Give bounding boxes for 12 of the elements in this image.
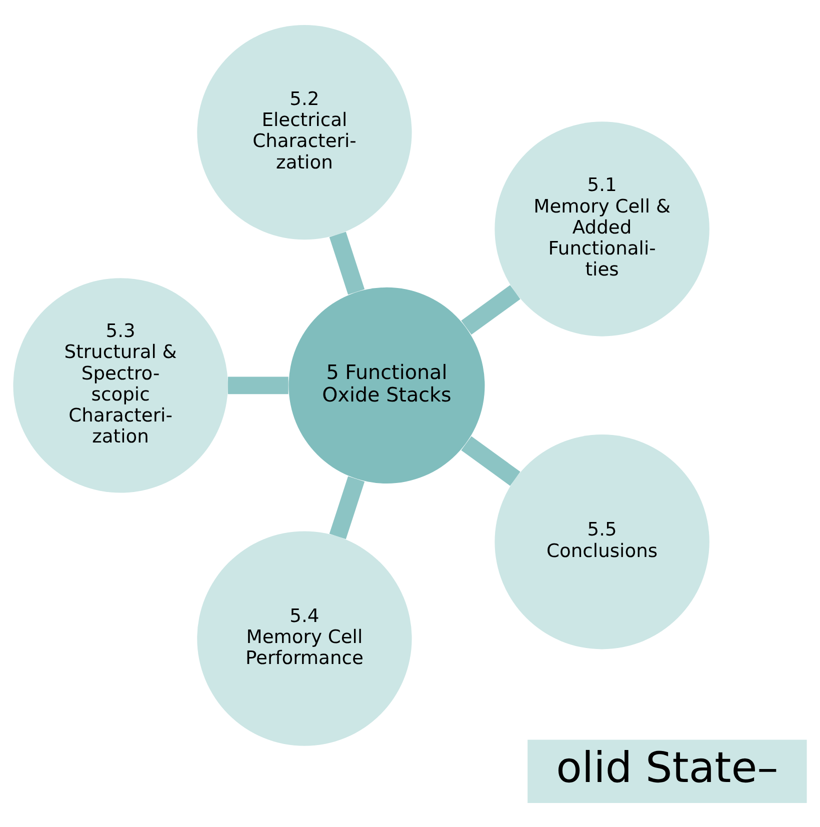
node-circle: 5.3 Structural & Spectro- scopic Characteri- zation: [13, 278, 228, 492]
connector: [461, 436, 520, 486]
node-circle: 5.5 Conclusions: [494, 434, 710, 649]
node-circle: 5 Functional Oxide Stacks: [288, 286, 485, 483]
node-circle: 5.2 Electrical Characteri- zation: [197, 24, 412, 240]
node-circle: 5.1 Memory Cell & Added Functionali- ties: [494, 121, 710, 336]
connector: [228, 376, 288, 394]
node-box: olid State–: [528, 739, 807, 803]
connector: [461, 284, 520, 334]
node-circle: 5.4 Memory Cell Performance: [197, 530, 412, 746]
connector: [329, 476, 365, 539]
connector: [329, 231, 365, 294]
